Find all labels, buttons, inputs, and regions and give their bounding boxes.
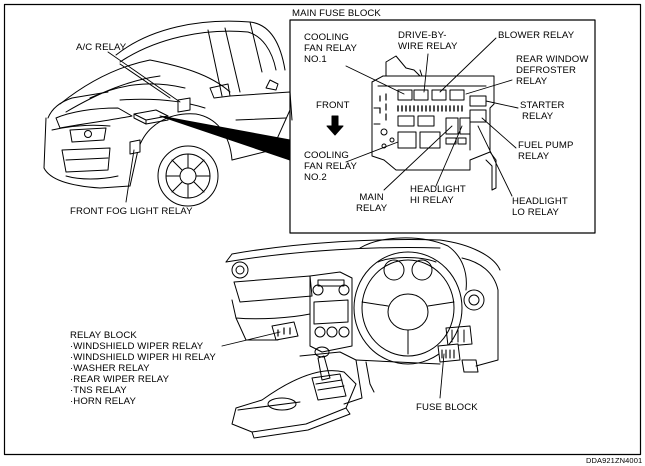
zoom-beam: [159, 115, 291, 161]
main-fuse-block-drawing: [371, 55, 497, 191]
main-fuse-block-inset: [289, 19, 596, 234]
relay-block-item: ·WINDSHIELD WIPER HI RELAY: [70, 352, 216, 363]
label-headlight-hi-relay: HEADLIGHT HI RELAY: [410, 184, 466, 206]
relay-block-item: ·TNS RELAY: [70, 385, 127, 396]
relay-block-item: ·WINDSHIELD WIPER RELAY: [70, 341, 204, 352]
relay-block-item: ·WASHER RELAY: [70, 363, 150, 374]
label-fuel-pump-relay: FUEL PUMP RELAY: [518, 140, 574, 162]
figure-code: DDA921ZN4001: [586, 456, 643, 465]
dashboard-leaders: [221, 331, 445, 399]
front-arrow: [326, 115, 344, 136]
relay-block-list: RELAY BLOCK ·WINDSHIELD WIPER RELAY ·WIN…: [70, 330, 216, 407]
main-fuse-block-title: MAIN FUSE BLOCK: [292, 8, 381, 19]
relay-block-title: RELAY BLOCK: [70, 330, 137, 341]
figure-frame: [3, 3, 642, 456]
car-leaders: [107, 51, 181, 203]
relay-block-item: ·REAR WIPER RELAY: [70, 374, 170, 385]
main-fuse-block-leaders: [345, 37, 519, 197]
label-front-fog-light-relay: FRONT FOG LIGHT RELAY: [70, 206, 193, 217]
label-main-relay: MAIN RELAY: [356, 192, 388, 214]
label-fuse-block: FUSE BLOCK: [416, 402, 478, 413]
label-starter-relay: STARTER RELAY: [520, 100, 565, 122]
label-rear-window-defroster-relay: REAR WINDOW DEFROSTER RELAY: [516, 54, 589, 87]
label-drive-by-wire-relay: DRIVE-BY- WIRE RELAY: [398, 30, 458, 52]
label-cooling-fan-relay-no2: COOLING FAN RELAY NO.2: [304, 150, 357, 183]
label-cooling-fan-relay-no1: COOLING FAN RELAY NO.1: [304, 32, 357, 65]
label-ac-relay: A/C RELAY: [76, 42, 127, 53]
label-front: FRONT: [316, 100, 350, 111]
label-blower-relay: BLOWER RELAY: [498, 30, 575, 41]
dashboard-illustration: [225, 237, 501, 439]
relay-block-item: ·HORN RELAY: [70, 396, 136, 407]
label-headlight-lo-relay: HEADLIGHT LO RELAY: [512, 196, 568, 218]
